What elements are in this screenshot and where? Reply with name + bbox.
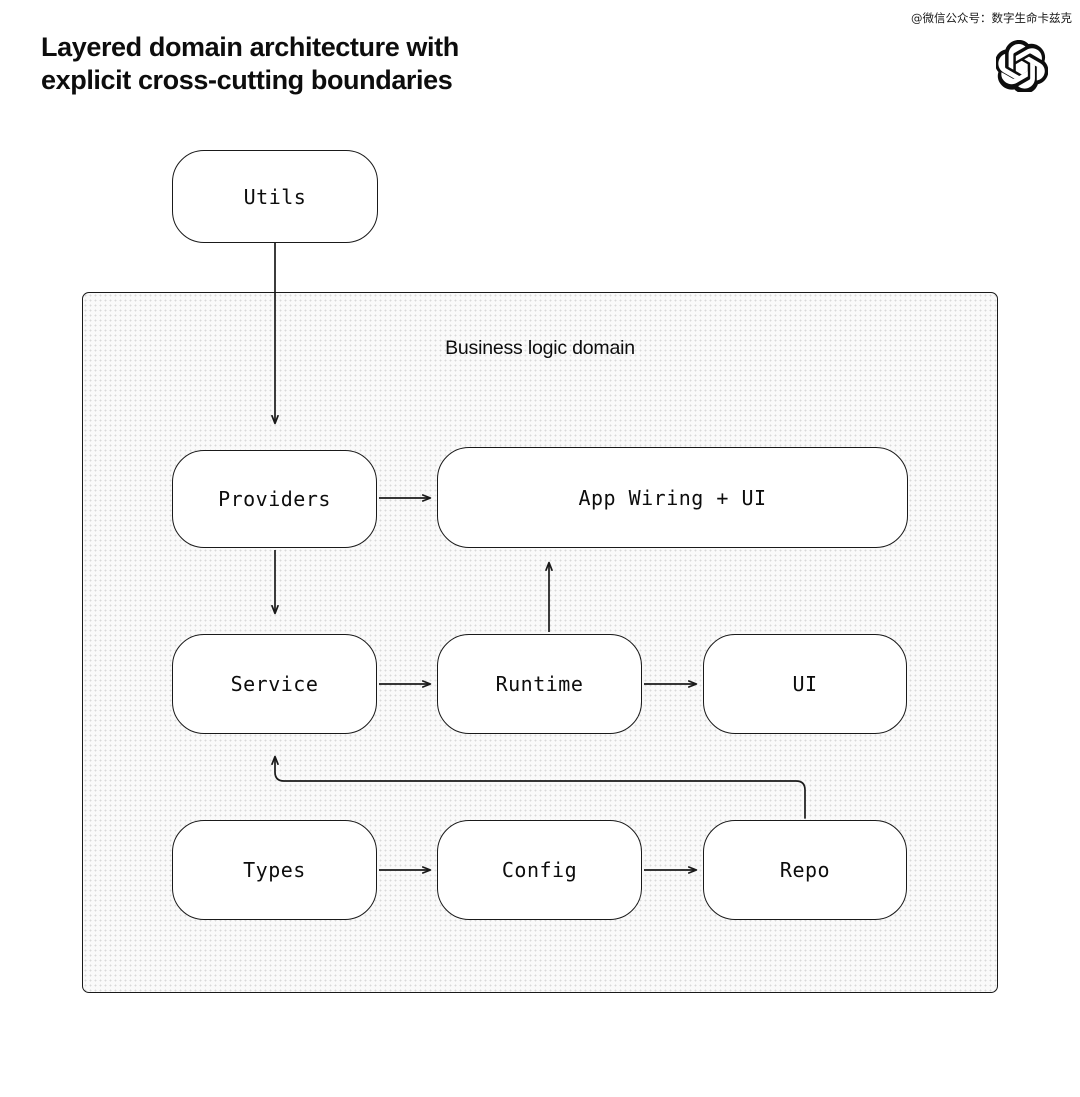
node-repo-label: Repo (779, 858, 831, 882)
node-ui-label: UI (792, 672, 818, 696)
node-service[interactable]: Service (172, 634, 377, 734)
node-config-label: Config (501, 858, 578, 882)
node-utils[interactable]: Utils (172, 150, 378, 243)
watermark: @微信公众号：数字生命卡兹克 (911, 11, 1072, 25)
page-title: Layered domain architecture with explici… (41, 32, 459, 95)
node-app-wiring-ui-label: App Wiring + UI (578, 485, 767, 510)
node-ui[interactable]: UI (703, 634, 907, 734)
node-providers[interactable]: Providers (172, 450, 377, 548)
node-app-wiring-ui[interactable]: App Wiring + UI (437, 447, 908, 548)
node-types-label: Types (243, 858, 306, 882)
node-config[interactable]: Config (437, 820, 642, 920)
openai-logo-icon (996, 40, 1048, 92)
domain-container-label: Business logic domain (445, 337, 635, 359)
node-runtime-label: Runtime (495, 672, 584, 696)
node-types[interactable]: Types (172, 820, 377, 920)
node-runtime[interactable]: Runtime (437, 634, 642, 734)
watermark-text: @微信公众号：数字生命卡兹克 (911, 11, 1072, 25)
node-providers-label: Providers (218, 487, 331, 511)
node-utils-label: Utils (243, 184, 307, 209)
node-repo[interactable]: Repo (703, 820, 907, 920)
node-service-label: Service (230, 672, 319, 696)
